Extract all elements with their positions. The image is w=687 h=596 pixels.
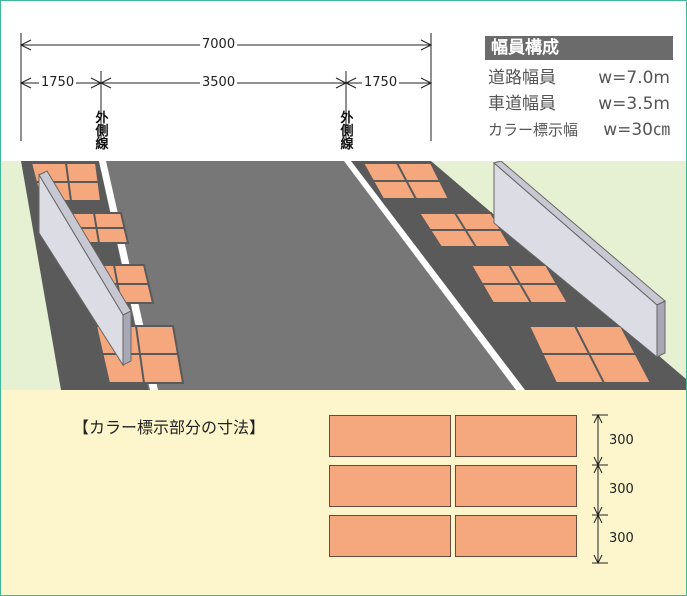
carriageway: [99, 161, 518, 390]
edge-line-label-right: 外 側 線: [340, 111, 354, 152]
info-row-marking-width: カラー標示幅 w=30㎝: [488, 120, 670, 140]
tile-size-label: 300: [609, 482, 634, 497]
info-label: 道路幅員: [488, 68, 556, 88]
info-row-carriageway-width: 車道幅員 w=3.5m: [488, 94, 670, 114]
left-guard-wall: [38, 170, 132, 367]
detail-title: 【カラー標示部分の寸法】: [73, 418, 266, 437]
edge-line-label-left: 外 側 線: [95, 111, 109, 152]
color-marking-tile: [329, 465, 451, 507]
color-marking-tile: [329, 415, 451, 457]
dimension-left-shoulder: 1750: [39, 75, 77, 90]
dimension-total: 7000: [200, 37, 238, 52]
dimension-carriageway: 3500: [200, 75, 238, 90]
info-label: カラー標示幅: [488, 121, 579, 139]
info-row-road-width: 道路幅員 w=7.0m: [488, 68, 670, 88]
right-guard-wall: [492, 161, 666, 359]
road-illustration: [1, 161, 686, 390]
color-marking-tile: [455, 415, 577, 457]
info-value: w=30㎝: [603, 120, 670, 140]
dimension-right-shoulder: 1750: [362, 75, 400, 90]
color-marking-tile: [455, 465, 577, 507]
tile-size-label: 300: [609, 531, 634, 546]
color-marking-tile: [455, 515, 577, 557]
info-label: 車道幅員: [488, 94, 556, 114]
tile-dimension-lines: [592, 413, 608, 565]
left-color-markings: [29, 162, 185, 384]
tile-size-label: 300: [609, 433, 634, 448]
right-color-markings: [361, 162, 653, 384]
info-title: 幅員構成: [485, 36, 673, 60]
right-edge-line: [344, 161, 525, 390]
info-value: w=3.5m: [598, 94, 670, 114]
info-value: w=7.0m: [598, 68, 670, 88]
color-marking-tile: [329, 515, 451, 557]
